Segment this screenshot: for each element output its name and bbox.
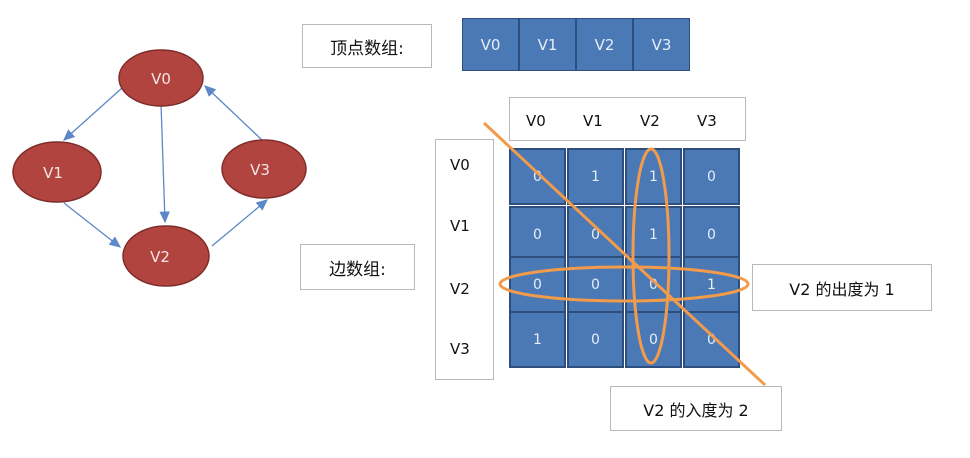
matrix-cell: 0 — [683, 148, 740, 205]
row-header: V1 — [450, 217, 470, 235]
in-degree-annotation: V2 的入度为 2 — [610, 386, 782, 431]
row-header: V0 — [450, 156, 470, 174]
row-header: V2 — [450, 280, 470, 298]
vertex-array-cell: V1 — [519, 18, 576, 71]
svg-text:V1: V1 — [43, 164, 63, 182]
column-header: V3 — [697, 112, 717, 130]
node-v1: V1 — [12, 141, 102, 203]
vertex-array-label: 顶点数组: — [302, 24, 432, 68]
column-header: V2 — [640, 112, 660, 130]
svg-text:V3: V3 — [250, 161, 270, 179]
node-v0: V0 — [118, 49, 204, 107]
svg-text:V0: V0 — [151, 70, 171, 88]
matrix-cell: 1 — [683, 256, 740, 313]
matrix-cell: 1 — [509, 311, 566, 368]
edge-v1-v2 — [63, 202, 122, 248]
matrix-cell: 0 — [567, 206, 624, 263]
matrix-cell: 0 — [567, 256, 624, 313]
matrix-cell: 1 — [625, 148, 682, 205]
vertex-array-cell: V0 — [462, 18, 519, 71]
edge-v0-v2 — [159, 102, 170, 224]
matrix-cell: 0 — [567, 311, 624, 368]
matrix-cell: 0 — [509, 256, 566, 313]
edge-array-label: 边数组: — [300, 244, 415, 290]
matrix-cell: 0 — [625, 256, 682, 313]
node-v3: V3 — [221, 139, 307, 199]
out-degree-annotation: V2 的出度为 1 — [752, 264, 932, 311]
matrix-cell: 0 — [509, 148, 566, 205]
matrix-cell: 0 — [683, 206, 740, 263]
node-v2: V2 — [122, 225, 210, 287]
matrix-cell: 0 — [683, 311, 740, 368]
vertex-array-cell: V3 — [633, 18, 690, 71]
svg-text:V2: V2 — [150, 248, 170, 266]
matrix-cell: 1 — [625, 206, 682, 263]
matrix-cell: 0 — [509, 206, 566, 263]
column-header: V1 — [583, 112, 603, 130]
edge-v2-v3 — [211, 199, 268, 247]
edge-v0-v1 — [63, 87, 123, 141]
edge-v3-v0 — [204, 85, 263, 141]
matrix-cell: 0 — [625, 311, 682, 368]
column-header: V0 — [526, 112, 546, 130]
vertex-array-cell: V2 — [576, 18, 633, 71]
matrix-cell: 1 — [567, 148, 624, 205]
directed-graph: V0 V1 V2 V3 — [12, 49, 307, 287]
row-header: V3 — [450, 340, 470, 358]
